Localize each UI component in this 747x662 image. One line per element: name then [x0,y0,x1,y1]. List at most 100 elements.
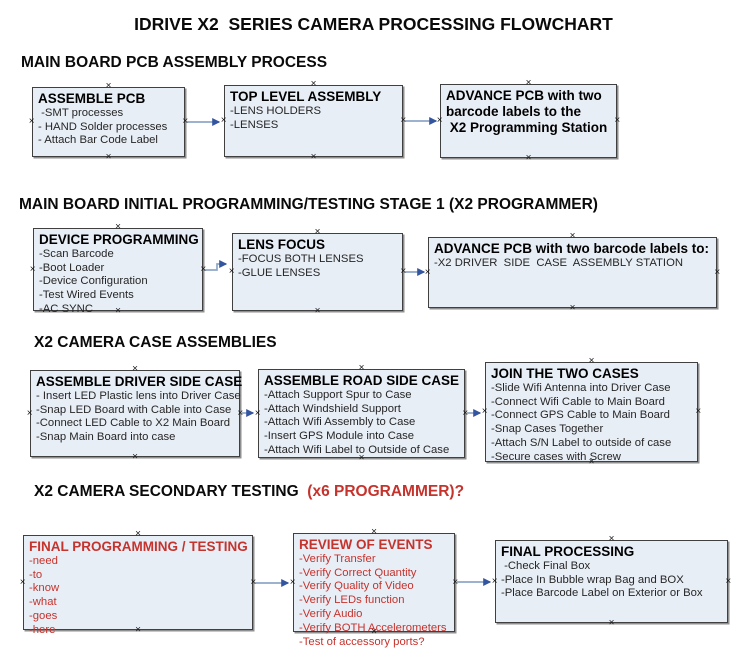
box-title: ASSEMBLE PCB [38,91,146,106]
connection-point-icon: × [115,221,121,233]
box-item: -LENS HOLDERS [230,104,322,117]
box-item: -Snap Main Board into case [36,431,176,444]
box-item: -Check Final Box [501,559,591,572]
connection-point-icon: × [254,407,261,419]
flow-box-device-programming: DEVICE PROGRAMMING -Scan Barcode -Boot L… [29,222,207,316]
connection-point-icon: × [132,363,138,375]
box-item: - HAND Solder processes [38,120,168,133]
box-item: -Device Configuration [39,275,148,288]
connection-point-icon: × [19,576,26,588]
section-header-red-part: (x6 PROGRAMMER)? [303,483,465,500]
box-item: -Slide Wifi Antenna into Driver Case [491,381,671,394]
box-title: DEVICE PROGRAMMING [39,232,199,247]
connection-point-icon: × [400,115,407,126]
box-item: -Attach Wifi Assembly to Case [264,416,416,429]
box-title: ASSEMBLE DRIVER SIDE CASE [36,374,243,389]
box-item: -Place Barcode Label on Exterior or Box [501,587,703,600]
box-item: -Attach Windshield Support [264,402,401,415]
box-item: -Place In Bubble wrap Bag and BOX [501,573,684,586]
connection-point-icon: × [695,406,702,417]
box-item: -AC SYNC [39,303,93,316]
connection-point-icon: × [250,576,257,588]
box-title: FINAL PROCESSING [501,544,635,559]
box-title: X2 Programming Station [446,119,608,135]
box-item: - Insert LED Plastic lens into Driver Ca… [36,389,241,402]
section-header-case-assemblies: X2 CAMERA CASE ASSEMBLIES [34,334,277,351]
box-item: -need [29,554,58,567]
box-item: -Connect Wifi Cable to Main Board [491,395,665,408]
connection-point-icon: × [314,226,321,238]
flow-box-assemble-driver-side-case: ASSEMBLE DRIVER SIDE CASE - Insert LED P… [26,364,243,462]
connection-point-icon: × [569,230,576,242]
box-item: -Verify BOTH Accelerometers [299,621,447,634]
connection-point-icon: × [400,266,407,277]
connection-point-icon: × [481,406,488,417]
box-item: -Verify LEDs function [299,594,405,607]
connection-point-icon: × [135,528,141,540]
connection-point-icon: × [525,152,532,164]
box-item: -FOCUS BOTH LENSES [238,252,364,265]
box-item: -X2 DRIVER SIDE CASE ASSEMBLY STATION [434,256,684,269]
box-item: -to [29,568,43,581]
connection-point-icon: × [26,407,33,419]
box-title: ADVANCE PCB with two [446,88,602,103]
box-item: -SMT processes [38,106,124,119]
connection-point-icon: × [182,116,189,127]
box-item: -Snap Cases Together [491,423,604,436]
box-item: - Attach Bar Code Label [38,134,158,147]
connection-point-icon: × [436,115,443,126]
connection-point-icon: × [614,115,621,126]
connection-point-icon: × [608,617,615,629]
box-item: -what [29,596,57,609]
connection-point-icon: × [310,151,317,163]
box-item: -GLUE LENSES [238,266,321,279]
box-item: -here [29,623,56,636]
box-title: FINAL PROGRAMMING / TESTING [29,539,248,554]
box-item: -Connect GPS Cable to Main Board [491,409,670,422]
box-title: ASSEMBLE ROAD SIDE CASE [264,373,460,388]
connection-point-icon: × [525,77,532,89]
box-item: -Boot Loader [39,261,105,274]
connection-point-icon: × [491,575,498,587]
box-item: -goes [29,610,58,623]
connection-point-icon: × [29,263,36,275]
page-title: IDRIVE X2 SERIES CAMERA PROCESSING FLOWC… [134,14,613,34]
box-title: LENS FOCUS [238,237,326,252]
connection-point-icon: × [228,266,235,277]
section-header-initial-programming: MAIN BOARD INITIAL PROGRAMMING/TESTING S… [19,196,598,213]
box-item: -LENSES [230,118,279,131]
flow-box-review-of-events: REVIEW OF EVENTS -Verify Transfer -Verif… [290,527,459,648]
flow-box-top-level-assembly: TOP LEVEL ASSEMBLY -LENS HOLDERS -LENSES… [220,79,407,162]
connection-point-icon: × [28,116,35,127]
box-item: -Insert GPS Module into Case [264,430,415,443]
connection-point-icon: × [452,576,459,588]
box-item: -Attach Wifi Label to Outside of Case [264,444,450,457]
box-title: TOP LEVEL ASSEMBLY [230,89,382,104]
box-item: -Test of accessory ports? [299,635,425,648]
box-item: -Verify Quality of Video [299,580,414,593]
connection-point-icon: × [725,575,732,587]
box-item: -Attach Support Spur to Case [264,388,412,401]
flow-arrow [204,260,228,271]
connection-point-icon: × [358,362,365,374]
flow-box-advance-pcb-programming-station: ADVANCE PCB with two barcode labels to t… [436,78,621,163]
box-item: -Verify Correct Quantity [299,566,417,579]
box-item: -Attach S/N Label to outside of case [491,437,672,450]
box-item: -Scan Barcode [39,247,114,260]
connection-point-icon: × [588,355,595,367]
flow-box-assemble-pcb: ASSEMBLE PCB -SMT processes - HAND Solde… [28,81,189,162]
connection-point-icon: × [714,266,721,278]
flow-box-join-the-two-cases: JOIN THE TWO CASES -Slide Wifi Antenna i… [481,356,702,467]
connection-point-icon: × [220,115,227,126]
box-item: -Test Wired Events [39,289,134,302]
flow-box-final-processing: FINAL PROCESSING -Check Final Box -Place… [491,534,732,628]
connection-point-icon: × [314,305,321,317]
flow-box-lens-focus: LENS FOCUS -FOCUS BOTH LENSES -GLUE LENS… [228,227,407,316]
box-title: ADVANCE PCB with two barcode labels to: [434,241,710,256]
section-header-secondary-testing: X2 CAMERA SECONDARY TESTING (x6 PROGRAMM… [34,483,464,501]
box-item: -Snap LED Board with Cable into Case [36,403,232,416]
connection-point-icon: × [200,263,207,275]
connection-point-icon: × [462,407,469,419]
section-header-black-part: X2 CAMERA SECONDARY TESTING [34,483,303,500]
